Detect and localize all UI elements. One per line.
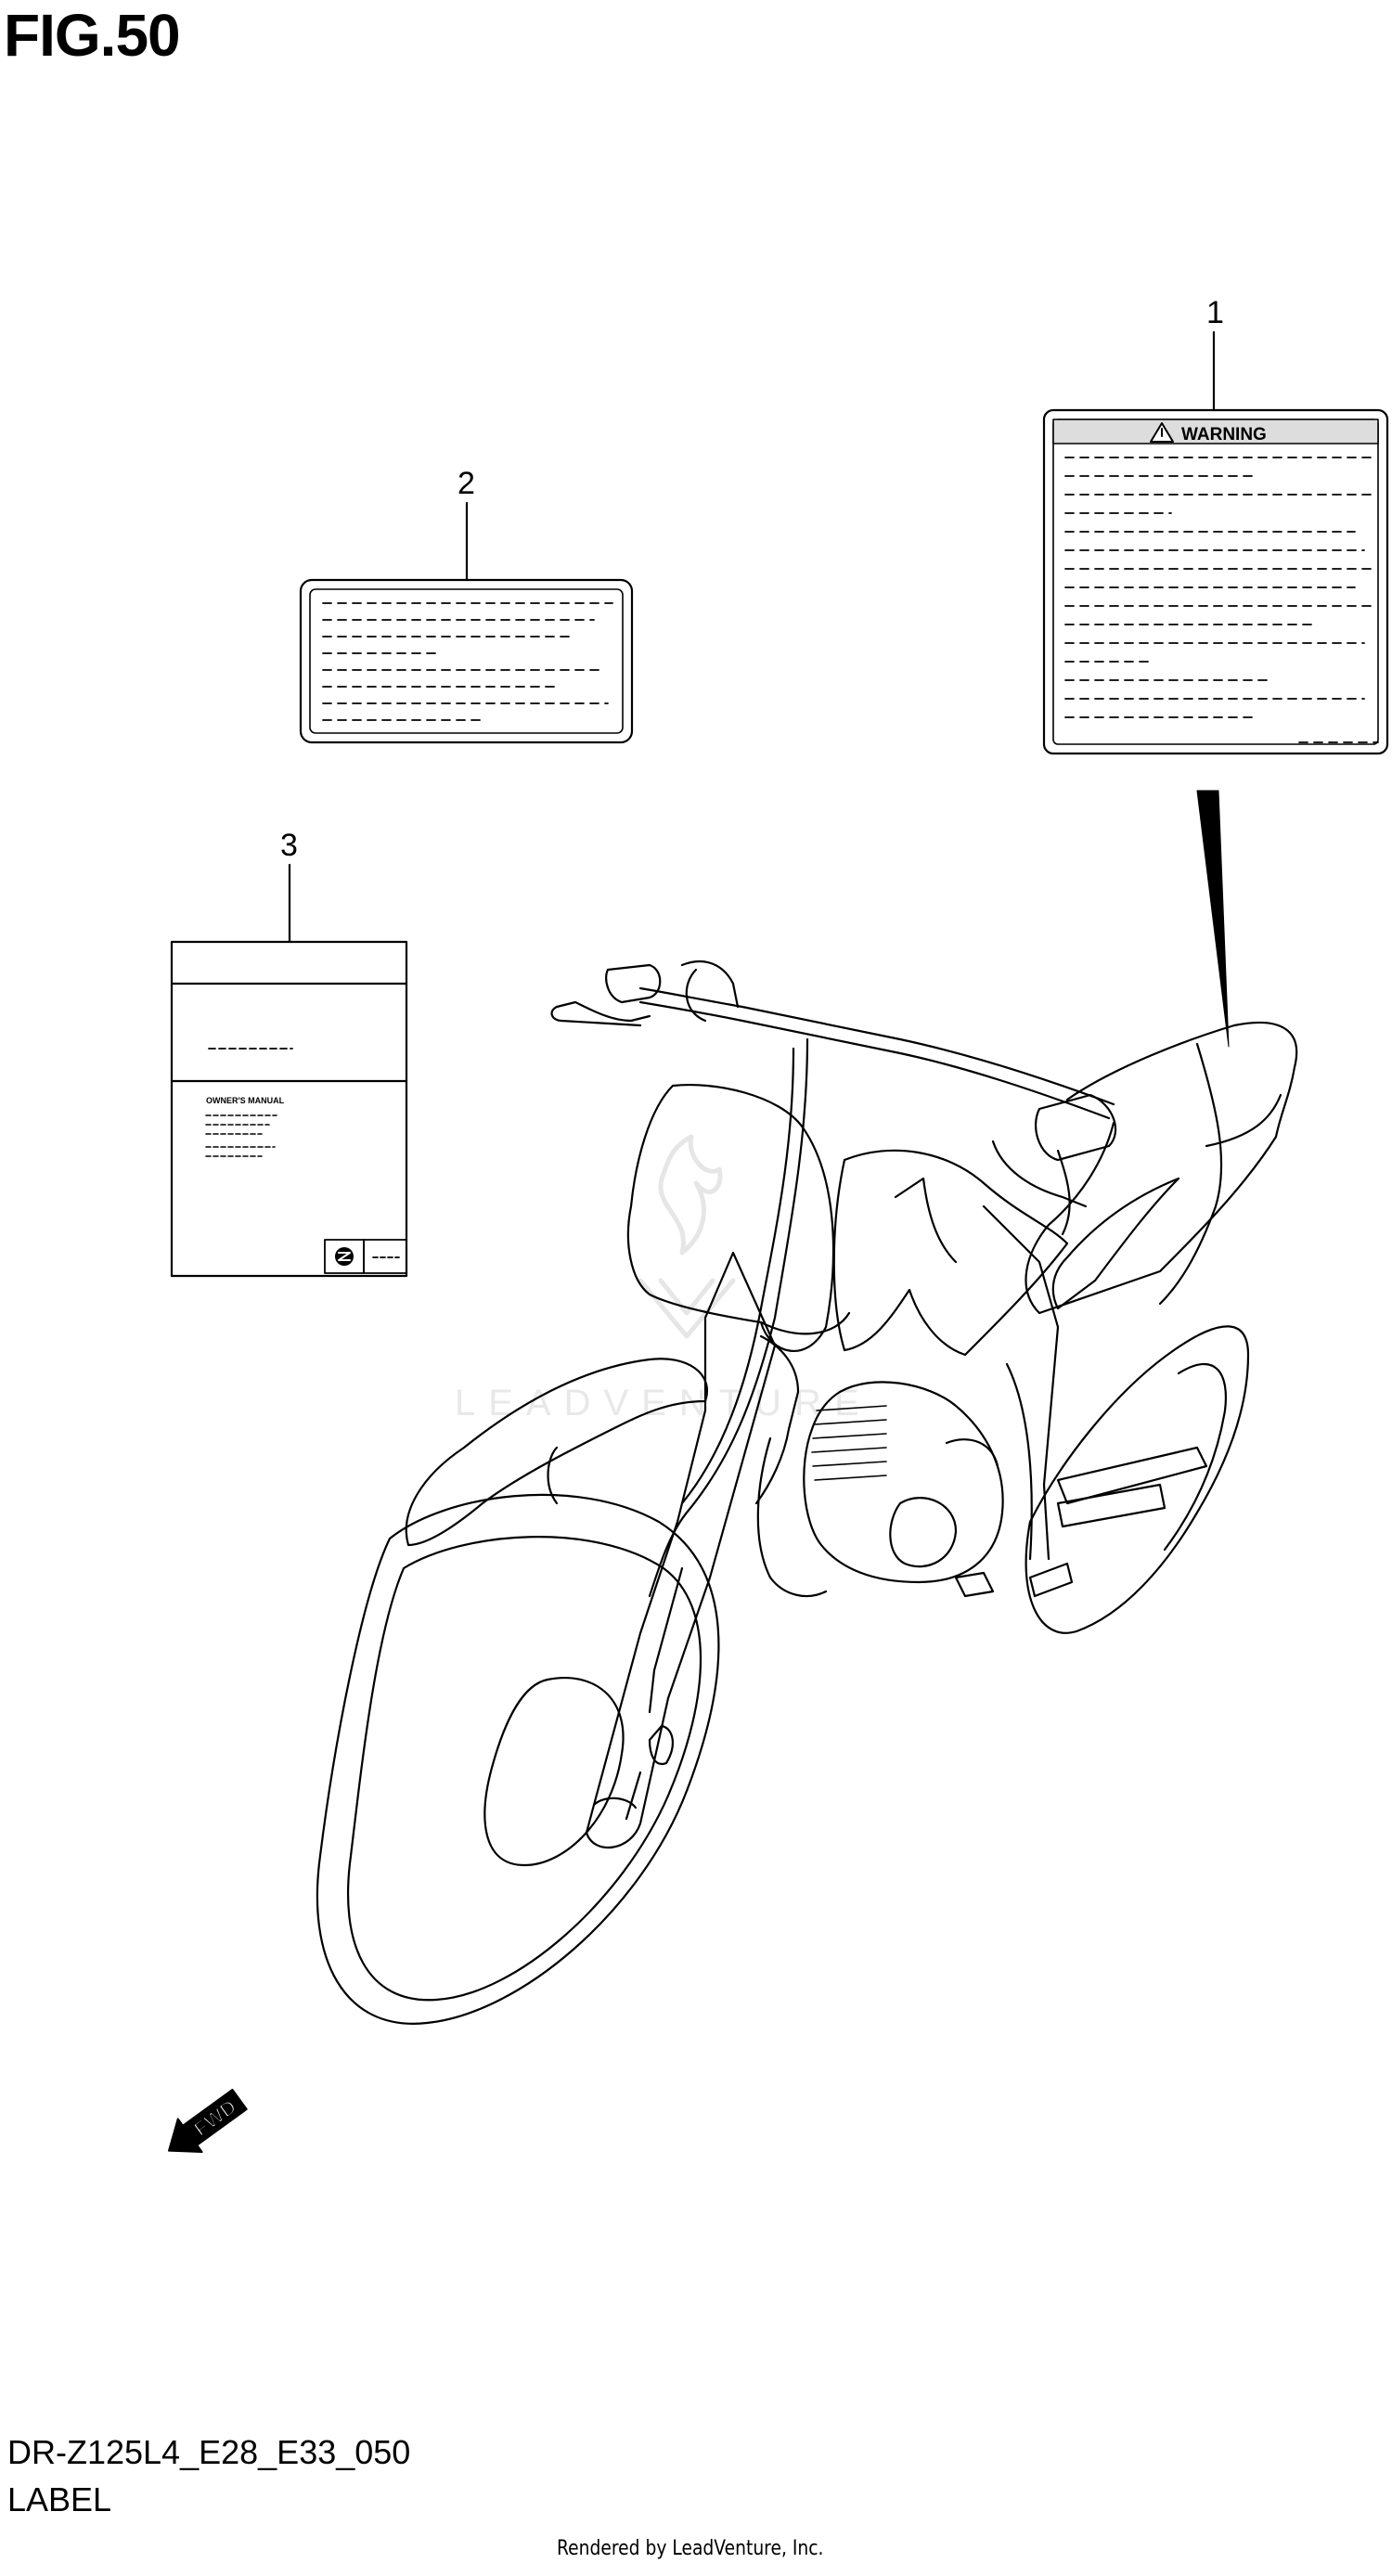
suzuki-logo-icon	[335, 1247, 354, 1266]
engine-fins	[811, 1405, 887, 1481]
part-2-label[interactable]: 2	[299, 466, 634, 744]
radiator-shroud	[832, 1149, 1069, 1357]
handlebar	[638, 986, 1115, 1106]
part-3-owners-manual[interactable]: 3 OWNER'S MANUAL	[170, 828, 408, 1278]
watermark-text: LEADVENTURE	[455, 1383, 872, 1423]
forward-arrow-icon: FWD	[168, 2088, 248, 2154]
frame	[982, 1204, 1060, 1561]
seat	[1025, 1021, 1298, 1315]
callout-3: 3	[280, 828, 298, 863]
warning-triangle-icon	[1150, 422, 1174, 443]
callout-1: 1	[1206, 295, 1224, 330]
rear-tire	[1025, 1325, 1250, 1634]
manual-title: OWNER'S MANUAL	[206, 1096, 285, 1105]
front-fork	[585, 1251, 777, 1849]
callout-2: 2	[458, 466, 475, 501]
model-code: DR-Z125L4_E28_E33_050	[7, 2433, 411, 2471]
label-2-text-lines	[322, 602, 613, 721]
fuel-tank	[626, 1084, 835, 1352]
warning-text-lines	[1064, 457, 1379, 743]
footer-credit: Rendered by LeadVenture, Inc.	[557, 2537, 824, 2560]
label-location-pointer	[1196, 790, 1230, 1048]
leadventure-watermark: LEADVENTURE	[455, 1134, 872, 1423]
section-name: LABEL	[7, 2480, 112, 2518]
leadventure-logo-icon	[638, 1134, 736, 1339]
part-1-warning-label[interactable]: 1 WARNING	[1042, 295, 1389, 755]
warning-header-text: WARNING	[1181, 425, 1267, 444]
figure-title: FIG.50	[4, 2, 181, 69]
swing-arm	[1056, 1446, 1208, 1505]
front-hub	[483, 1677, 625, 1867]
engine	[803, 1381, 1004, 1584]
motorcycle-illustration	[316, 960, 1298, 2025]
front-fender	[405, 1358, 708, 1547]
warning-header-bar	[1052, 419, 1379, 444]
foot-peg	[1028, 1562, 1074, 1598]
front-tire	[316, 1493, 720, 2025]
